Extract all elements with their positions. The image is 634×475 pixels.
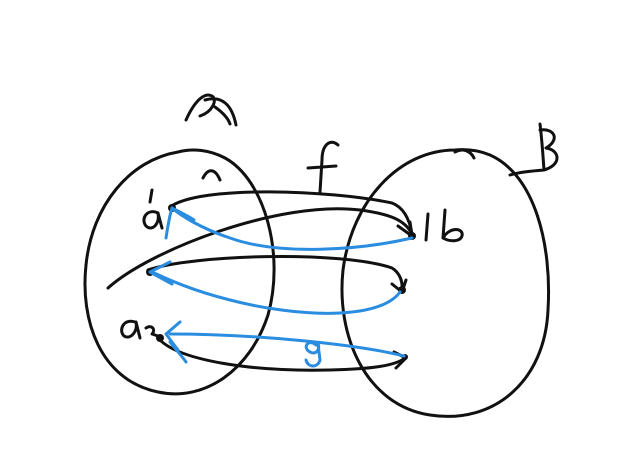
f-arrow-middle-head (390, 278, 408, 294)
map-g-label: g (305, 340, 306, 341)
element-b-glyph (424, 208, 464, 243)
f-arrow-top (168, 190, 414, 236)
label-b-glyph (508, 122, 559, 177)
f-arrow-bottom (158, 338, 407, 372)
map-f-label: f (318, 140, 319, 141)
set-a-hook (201, 169, 222, 182)
label-f-glyph (306, 140, 340, 194)
g-arrow-middle (150, 270, 402, 315)
f-arrow-middle (146, 254, 404, 292)
label-a-glyph (184, 93, 238, 127)
g-arrow-top-head (164, 206, 196, 240)
g-arrow-top (170, 206, 414, 251)
element-a-prime-label: a' (142, 195, 143, 196)
f-arrow-top-head (396, 220, 414, 238)
set-b-oval (340, 148, 551, 418)
set-a-label: A (190, 86, 191, 87)
g-arrow-bottom-head (164, 320, 188, 364)
set-b-flourish (453, 148, 476, 160)
label-g-glyph (304, 341, 322, 368)
element-b-label: b (428, 210, 429, 211)
element-a-prime-glyph (142, 188, 164, 230)
set-a-oval (83, 148, 276, 396)
f-arrow-cross (106, 207, 414, 290)
g-arrow-middle-head (148, 260, 174, 286)
g-arrow-bottom (168, 332, 406, 358)
element-a-label: a (120, 318, 121, 319)
element-a-glyph (120, 319, 160, 340)
set-b-label: B (535, 120, 536, 121)
